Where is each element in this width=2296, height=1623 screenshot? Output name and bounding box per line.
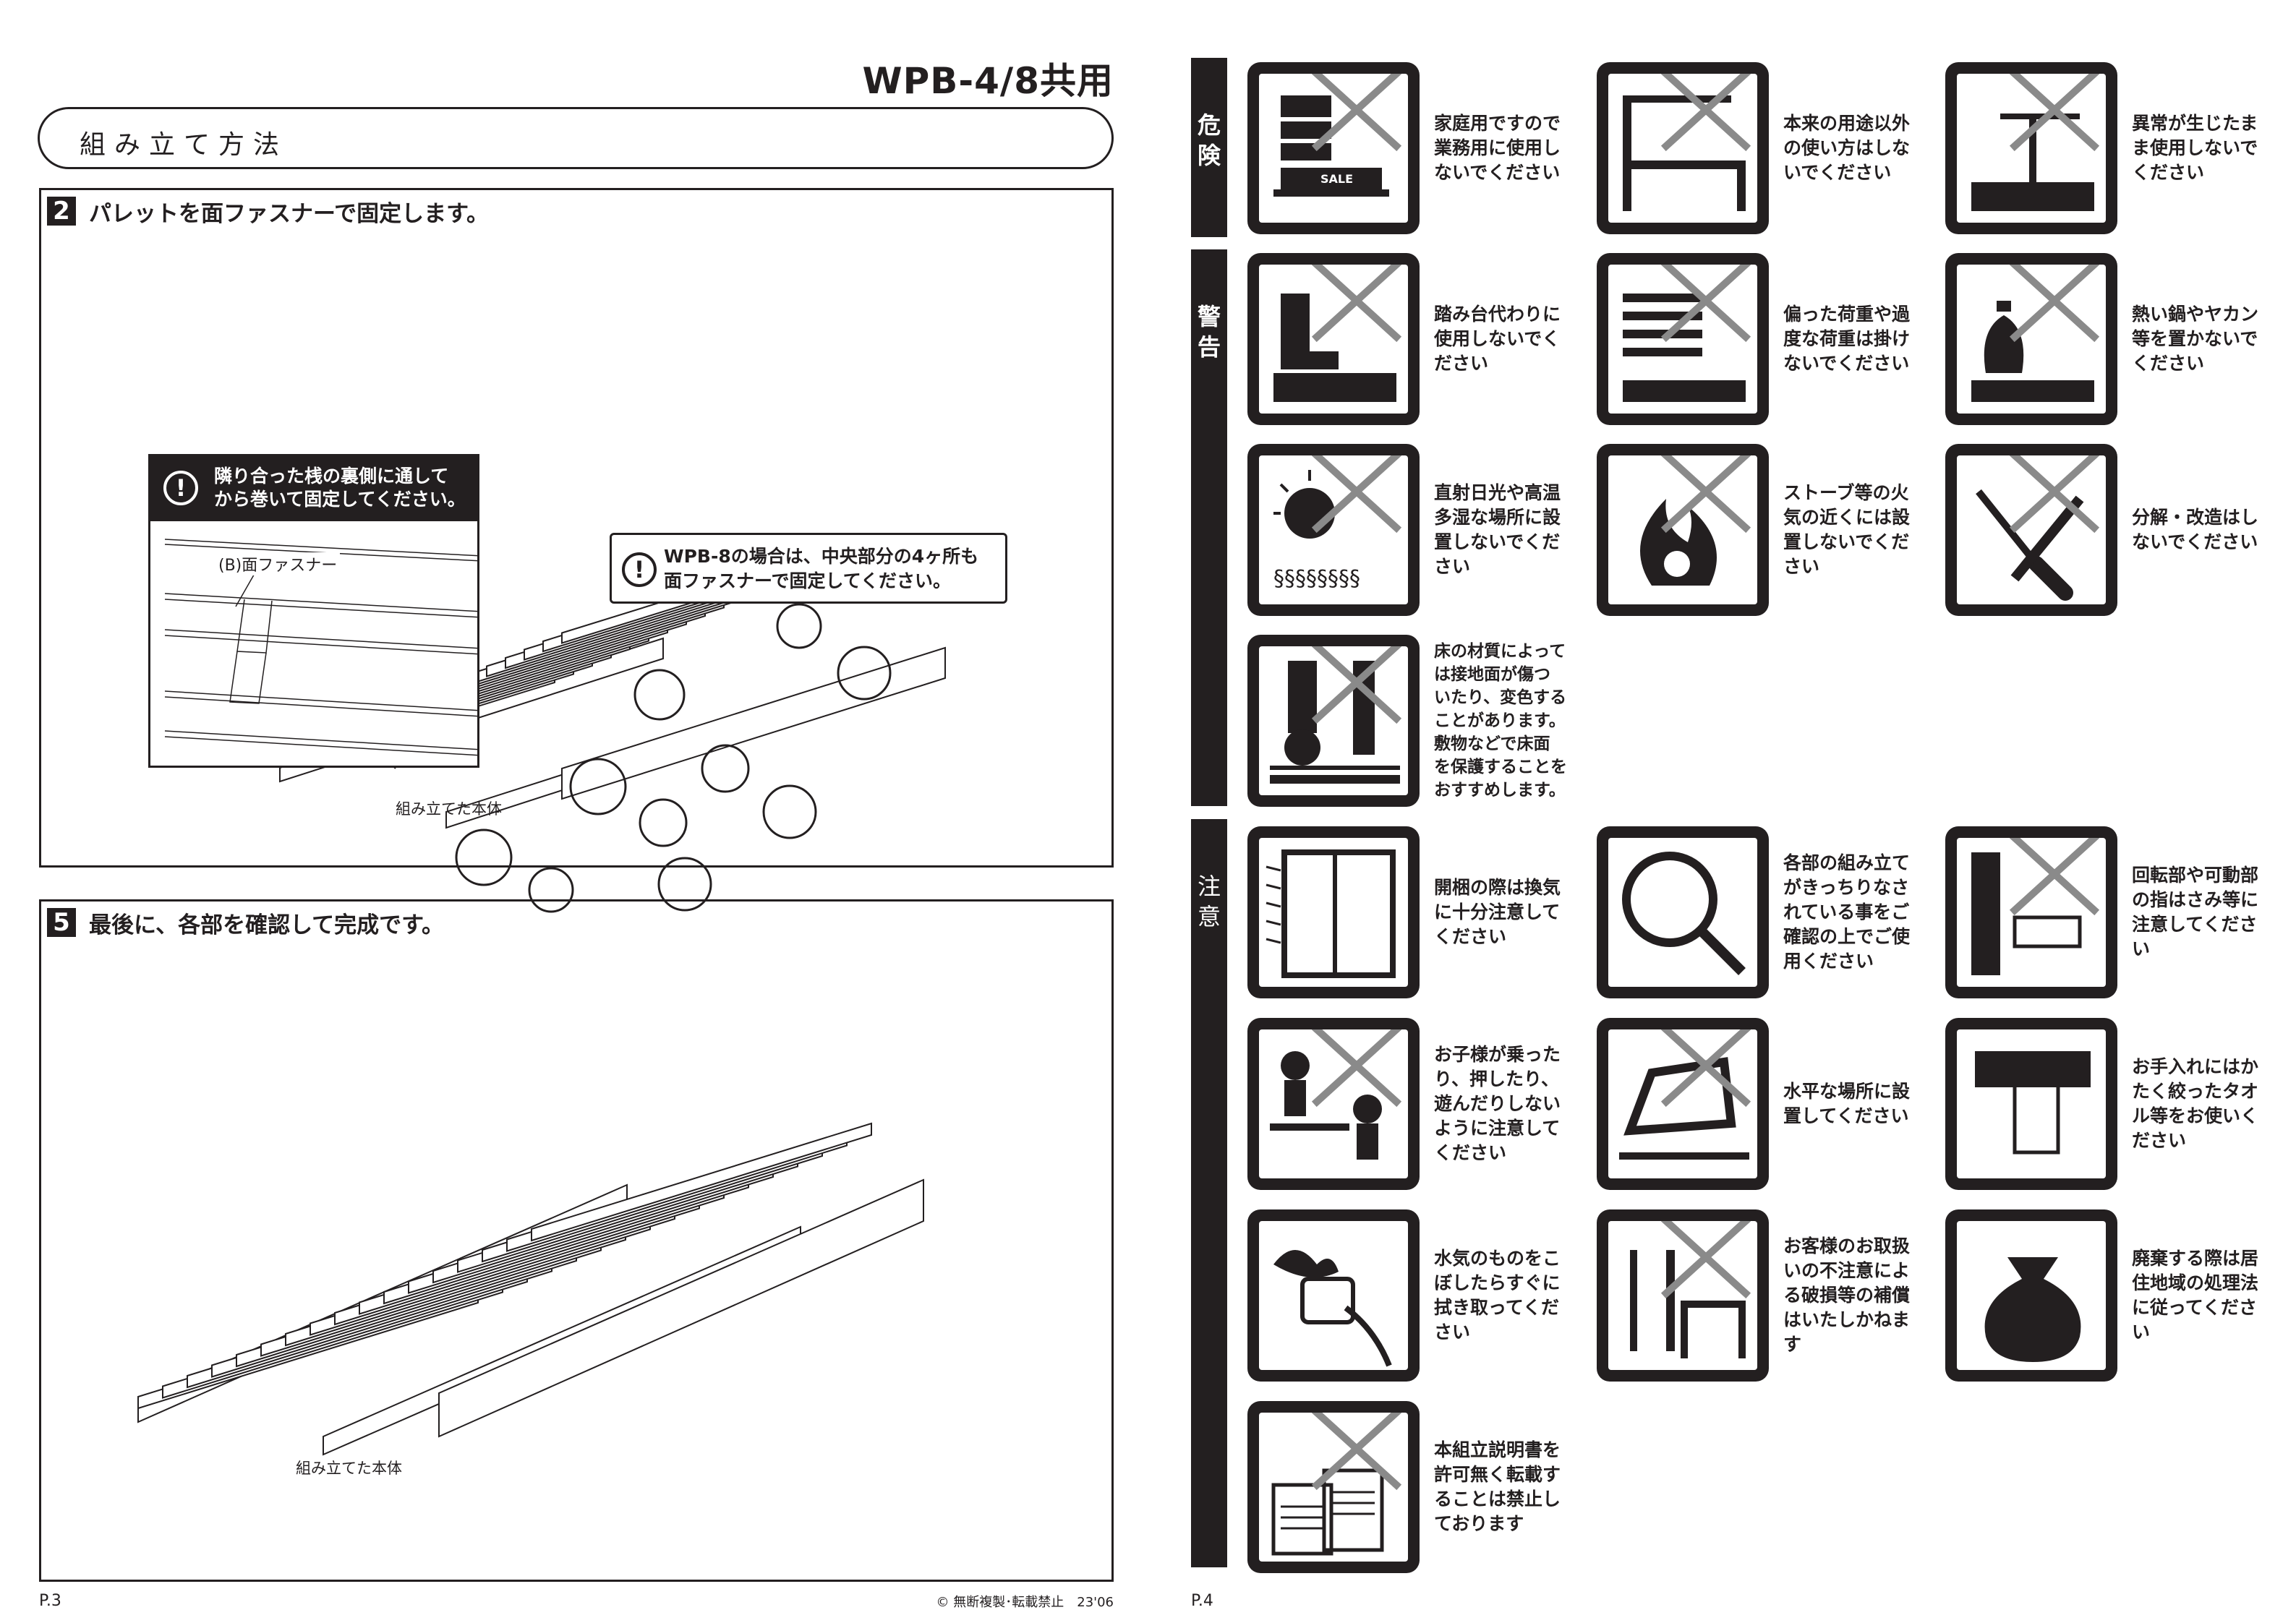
callout-title: 隣り合った桟の裏側に通して から巻いて固定してください。 — [214, 466, 466, 510]
warning-item: §§§§§§§§ 直射日光や高温 多湿な場所に設 置しないでくだ さい — [1247, 444, 1587, 617]
section-title-pill: 組み立て方法 — [38, 107, 1114, 169]
warning-item: 本来の用途以外 の使い方はしな いでください — [1597, 62, 1937, 236]
hot-kettle-icon — [1945, 253, 2117, 425]
warning-text: お子様が乗った り、押したり、 遊んだりしない ように注意して ください — [1434, 1044, 1561, 1163]
warning-item: 廃棄する際は居 住地域の処理法 に従ってくださ い — [1945, 1209, 2285, 1383]
warning-text: 廃棄する際は居 住地域の処理法 に従ってくださ い — [2132, 1248, 2259, 1342]
tools-disassembly-icon — [1945, 444, 2117, 616]
svg-text:SALE: SALE — [1320, 172, 1353, 186]
page-number: P.4 — [1191, 1592, 1213, 1610]
warning-text: お手入れにはか たく絞ったタオ ル等をお使いく ださい — [2132, 1056, 2259, 1151]
warning-text: 直射日光や高温 多湿な場所に設 置しないでくだ さい — [1434, 482, 1561, 577]
uneven-load-icon — [1597, 253, 1769, 425]
step-number: 5 — [47, 908, 76, 937]
warning-text: 回転部や可動部 の指はさみ等に 注意してくださ い — [2132, 865, 2259, 959]
warning-item: ストーブ等の火 気の近くには設 置しないでくだ さい — [1597, 444, 1937, 617]
copyright-notice: © 無断複製･転載禁止 23'06 — [936, 1595, 1114, 1610]
detail-callout: ! 隣り合った桟の裏側に通して から巻いて固定してください。 (B)面ファスナー — [148, 454, 479, 768]
exclamation-icon: ! — [622, 552, 657, 587]
level-surface-icon — [1597, 1018, 1769, 1190]
warning-text: 本来の用途以外 の使い方はしな いでください — [1783, 113, 1911, 183]
warning-text: 偏った荷重や過 度な荷重は掛け ないでください — [1783, 304, 1911, 374]
caution-label: 注意 — [1191, 819, 1227, 1567]
warning-text: 本組立説明書を 許可無く転載す ることは禁止し ております — [1434, 1439, 1561, 1534]
warning-text: 家庭用ですので 業務用に使用し ないでください — [1434, 113, 1561, 183]
warning-item: 水平な場所に設 置してください — [1597, 1018, 1937, 1191]
children-play-icon — [1247, 1018, 1420, 1190]
step-2-panel: 2 パレットを面ファスナーで固定します。 ! — [39, 188, 1114, 913]
customer-damage-icon — [1597, 1209, 1769, 1382]
step-5-panel: 5 最後に、各部を確認して完成です。 組み立てた本体 — [39, 899, 1114, 1582]
warning-item: 熱い鍋やヤカン 等を置かないで ください — [1945, 253, 2285, 427]
warning-item: 開梱の際は換気 に十分注意して ください — [1247, 826, 1587, 1000]
warning-item: 各部の組み立て がきっちりなさ れている事をご 確認の上でご使 用ください — [1597, 826, 1937, 1000]
warning-item: 異常が生じたま ま使用しないで ください — [1945, 62, 2285, 236]
magnifier-check-icon — [1597, 826, 1769, 998]
section-title: 組み立て方法 — [80, 130, 289, 160]
abnormal-sign-icon — [1945, 62, 2117, 234]
fastener-detail-drawing — [164, 539, 477, 756]
body-caption: 組み立てた本体 — [396, 800, 502, 818]
step-instruction: 最後に、各部を確認して完成です。 — [89, 912, 445, 938]
sale-shelf-icon: SALE — [1247, 62, 1420, 234]
boot-step-icon — [1247, 253, 1420, 425]
warning-item: 踏み台代わりに 使用しないでく ださい — [1247, 253, 1587, 427]
danger-label: 危険 — [1191, 58, 1227, 237]
warning-text: ストーブ等の火 気の近くには設 置しないでくだ さい — [1783, 482, 1911, 577]
warning-text: 熱い鍋やヤカン 等を置かないで ください — [2132, 304, 2259, 374]
model-title: WPB-4/8共用 — [862, 60, 1114, 102]
warning-item: お手入れにはか たく絞ったタオ ル等をお使いく ださい — [1945, 1018, 2285, 1191]
warning-item: お客様のお取扱 いの不注意によ る破損等の補償 はいたしかねま す — [1597, 1209, 1937, 1383]
fastener-label: (B)面ファスナー — [215, 552, 341, 575]
warning-text: 開梱の際は換気 に十分注意して ください — [1434, 877, 1561, 947]
wipe-water-icon — [1247, 1209, 1420, 1382]
warning-item: SALE 家庭用ですので 業務用に使用し ないでください — [1247, 62, 1587, 236]
floor-damage-icon — [1247, 635, 1420, 807]
warning-text: お客様のお取扱 いの不注意によ る破損等の補償 はいたしかねま す — [1783, 1236, 1911, 1355]
sun-humidity-icon: §§§§§§§§ — [1247, 444, 1420, 616]
warning-item: 本組立説明書を 許可無く転載す ることは禁止し ております — [1247, 1401, 1587, 1575]
finger-pinch-icon — [1945, 826, 2117, 998]
step-number: 2 — [47, 197, 76, 226]
cleaning-towel-icon — [1945, 1018, 2117, 1190]
warning-label: 警告 — [1191, 249, 1227, 806]
warning-item: お子様が乗った り、押したり、 遊んだりしない ように注意して ください — [1247, 1018, 1587, 1191]
warning-text: 床の材質によって は接地面が傷つ いたり、変色する ことがあります。 敷物などで… — [1434, 642, 1567, 800]
fire-stove-icon — [1597, 444, 1769, 616]
warning-text: 踏み台代わりに 使用しないでく ださい — [1434, 304, 1561, 374]
warning-item: 床の材質によって は接地面が傷つ いたり、変色する ことがあります。 敷物などで… — [1247, 635, 1587, 808]
slat — [531, 1122, 872, 1242]
wpb8-note-text: WPB-8の場合は、中央部分の4ヶ所も 面ファスナーで固定してください。 — [664, 546, 979, 591]
completed-bed-illustration — [137, 1122, 924, 1456]
page-number: P.3 — [39, 1592, 61, 1610]
disposal-bag-icon — [1945, 1209, 2117, 1382]
warning-item: 分解・改造はし ないでください — [1945, 444, 2285, 617]
body-caption: 組み立てた本体 — [296, 1460, 402, 1477]
step-instruction: パレットを面ファスナーで固定します。 — [89, 200, 490, 227]
wrong-use-frame-icon — [1597, 62, 1769, 234]
warning-text: 水気のものをこ ぼしたらすぐに 拭き取ってくだ さい — [1434, 1248, 1561, 1342]
warning-item: 水気のものをこ ぼしたらすぐに 拭き取ってくだ さい — [1247, 1209, 1587, 1383]
no-reprint-icon — [1247, 1401, 1420, 1573]
svg-text:§§§§§§§§: §§§§§§§§ — [1273, 566, 1360, 591]
warning-item: 偏った荷重や過 度な荷重は掛け ないでください — [1597, 253, 1937, 427]
warning-text: 分解・改造はし ないでください — [2132, 507, 2259, 552]
warning-item: 回転部や可動部 の指はさみ等に 注意してくださ い — [1945, 826, 2285, 1000]
ventilation-window-icon — [1247, 826, 1420, 998]
wpb8-note: ! WPB-8の場合は、中央部分の4ヶ所も 面ファスナーで固定してください。 — [610, 533, 1007, 604]
warning-text: 異常が生じたま ま使用しないで ください — [2132, 113, 2258, 183]
warning-text: 各部の組み立て がきっちりなさ れている事をご 確認の上でご使 用ください — [1783, 852, 1911, 972]
warning-text: 水平な場所に設 置してください — [1783, 1081, 1911, 1126]
exclamation-icon: ! — [163, 471, 198, 505]
